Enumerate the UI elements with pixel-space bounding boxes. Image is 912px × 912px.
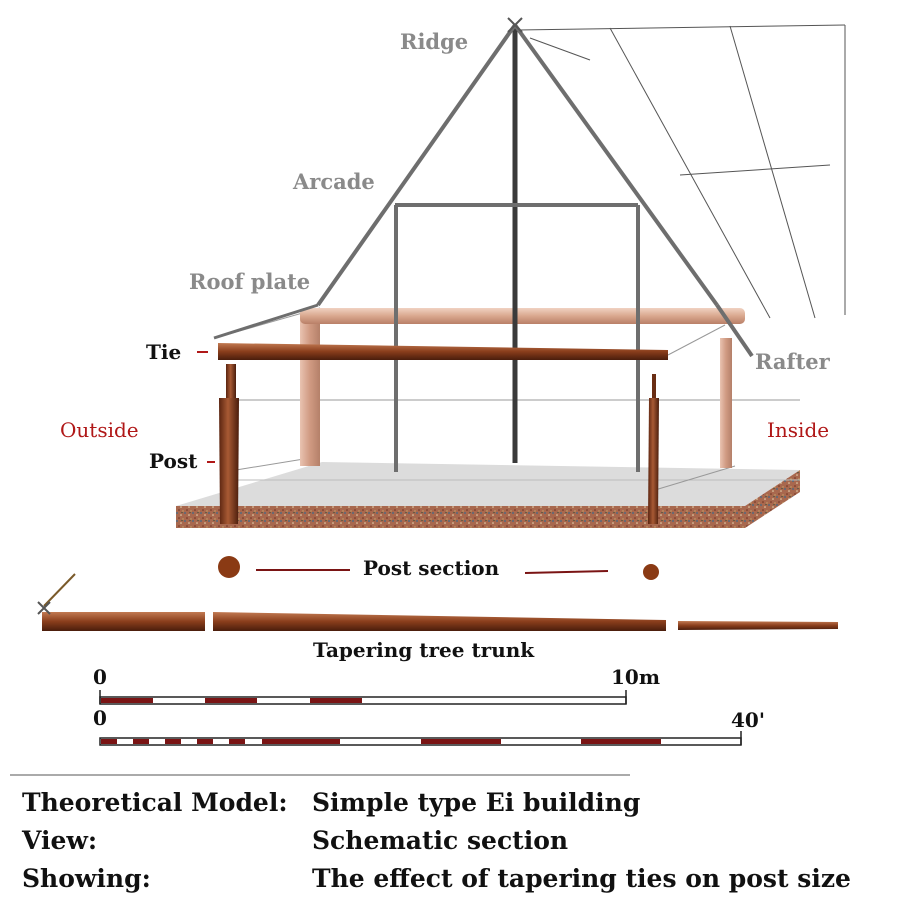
perspective-lines <box>214 307 800 491</box>
caption-showing-value: The effect of tapering ties on post size <box>312 864 851 893</box>
tie-label: Tie <box>146 340 181 364</box>
roof-plate-label: Roof plate <box>189 269 310 294</box>
caption-view-key: View: <box>22 826 98 855</box>
post-section-label: Post section <box>363 556 500 580</box>
roof-surface-lines <box>517 24 846 319</box>
scale-bar-imperial <box>99 731 742 746</box>
caption-row-model: Theoretical Model: Simple type Ei buildi… <box>22 788 892 822</box>
arcade-label: Arcade <box>292 169 375 194</box>
label-leaders <box>197 351 215 463</box>
caption-model-key: Theoretical Model: <box>22 788 288 817</box>
floor-platform <box>176 462 800 528</box>
rafter-label: Rafter <box>755 349 831 374</box>
tapering-tree-trunk <box>37 573 838 631</box>
scale-metric-end: 10m <box>611 665 660 689</box>
caption-row-showing: Showing: The effect of tapering ties on … <box>22 864 892 898</box>
caption-model-value: Simple type Ei building <box>312 788 641 817</box>
caption-view-value: Schematic section <box>312 826 569 855</box>
scale-imperial-start: 0 <box>93 706 107 730</box>
caption-showing-key: Showing: <box>22 864 151 893</box>
scale-metric-start: 0 <box>93 665 107 689</box>
scale-bar-metric <box>99 690 627 705</box>
outside-label: Outside <box>60 418 139 442</box>
inside-label: Inside <box>767 418 829 442</box>
front-frame-timbers <box>218 343 668 524</box>
scale-imperial-end: 40' <box>731 708 765 732</box>
caption-row-view: View: Schematic section <box>22 826 892 860</box>
post-label: Post <box>149 449 198 473</box>
structural-frame <box>213 17 754 472</box>
ridge-label: Ridge <box>400 29 468 54</box>
rear-frame-timbers <box>300 308 745 468</box>
post-sections <box>218 556 659 580</box>
tapering-trunk-label: Tapering tree trunk <box>313 638 535 662</box>
